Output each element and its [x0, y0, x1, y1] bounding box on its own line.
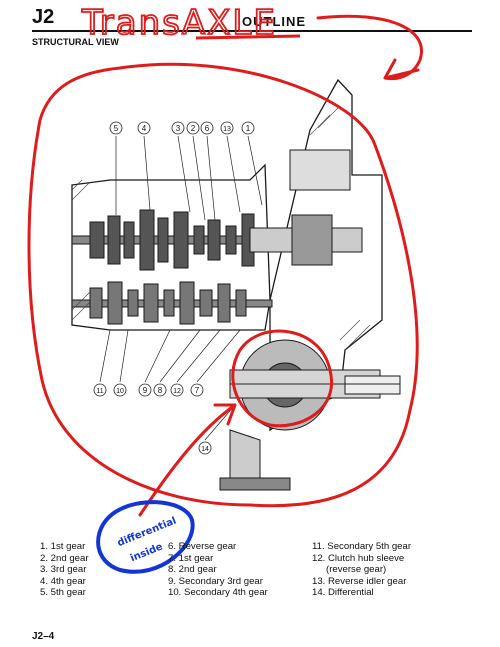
- leader-lines: [99, 135, 263, 441]
- callout-13: [220, 121, 234, 135]
- legend-col1: 1. 1st gear 2. 2nd gear 3. 3rd gear 4. 4…: [40, 541, 89, 599]
- case-hatching: [71, 107, 371, 351]
- legend-item: 12. Clutch hub sleeve: [312, 552, 405, 564]
- callout-5-label: 5: [114, 124, 119, 133]
- legend-item: 1. 1st gear: [40, 541, 86, 552]
- callout-11: [93, 383, 107, 397]
- callout-13-label: 13: [223, 126, 231, 133]
- legend-item: 13. Reverse idler gear: [312, 575, 407, 587]
- callout-9: [138, 383, 152, 397]
- transaxle-drawing: [71, 78, 401, 491]
- clutch-hub: [291, 214, 333, 266]
- page-title: OUTLINE: [242, 14, 307, 29]
- red-diff-circle: [231, 329, 334, 428]
- bottom-callouts: [93, 383, 212, 455]
- differential: [229, 339, 401, 431]
- callout-2: [186, 121, 200, 135]
- legend-item: 14. Differential: [312, 587, 374, 598]
- legend-item: 3. 3rd gear: [40, 564, 87, 575]
- red-diff-arrow-icon: [138, 403, 237, 517]
- callout-8-label: 8: [158, 386, 163, 395]
- transaxle-underline: [195, 34, 301, 40]
- lower-gears: [89, 281, 247, 325]
- callout-1-label: 1: [246, 124, 251, 133]
- blue-note-line2: inside: [129, 541, 165, 564]
- red-arrow-icon: [316, 14, 423, 81]
- callout-3: [171, 121, 185, 135]
- callout-10-label: 10: [116, 388, 124, 395]
- legend-item: (reverse gear): [326, 564, 387, 575]
- legend-item: 11. Secondary 5th gear: [312, 541, 412, 552]
- mount-bracket: [219, 429, 291, 491]
- section-subtitle: STRUCTURAL VIEW: [32, 37, 119, 47]
- legend-item: 9. Secondary 3rd gear: [168, 575, 263, 587]
- section-code: J2: [32, 6, 55, 28]
- callout-9-label: 9: [143, 386, 148, 395]
- header-rule: [32, 30, 472, 32]
- callout-2-label: 2: [191, 124, 196, 133]
- legend-item: 10. Secondary 4th gear: [168, 587, 268, 598]
- legend-item: 5. 5th gear: [40, 587, 86, 598]
- callout-1: [241, 121, 255, 135]
- callout-12-label: 12: [173, 388, 181, 395]
- callout-5: [109, 121, 123, 135]
- legend-item: 4. 4th gear: [40, 575, 86, 587]
- legend-col3: 11. Secondary 5th gear 12. Clutch hub sl…: [312, 541, 411, 599]
- callout-12: [170, 383, 184, 397]
- page-number: J2–4: [32, 631, 55, 642]
- legend-item: 7. 1st gear: [168, 552, 214, 564]
- callout-6-label: 6: [205, 124, 210, 133]
- callout-6: [200, 121, 214, 135]
- legend-item: 8. 2nd gear: [168, 564, 217, 575]
- callout-8: [153, 383, 167, 397]
- callout-4-label: 4: [142, 124, 147, 133]
- callout-14-label: 14: [201, 446, 209, 453]
- legend-item: 6. Reverse gear: [168, 541, 237, 552]
- callout-7: [190, 383, 204, 397]
- callout-4: [137, 121, 151, 135]
- legend-item: 2. 2nd gear: [40, 552, 89, 564]
- legend-col2: 6. Reverse gear 7. 1st gear 8. 2nd gear …: [168, 541, 268, 599]
- blue-note-circle: [96, 500, 195, 574]
- callout-3-label: 3: [176, 124, 181, 133]
- callout-10: [113, 383, 127, 397]
- callout-11-label: 11: [96, 388, 103, 395]
- callout-14: [198, 441, 212, 455]
- red-loop: [27, 62, 419, 508]
- callout-7-label: 7: [195, 386, 200, 395]
- release-fork: [289, 149, 351, 191]
- upper-gears: [89, 209, 255, 271]
- top-callouts: [109, 121, 255, 135]
